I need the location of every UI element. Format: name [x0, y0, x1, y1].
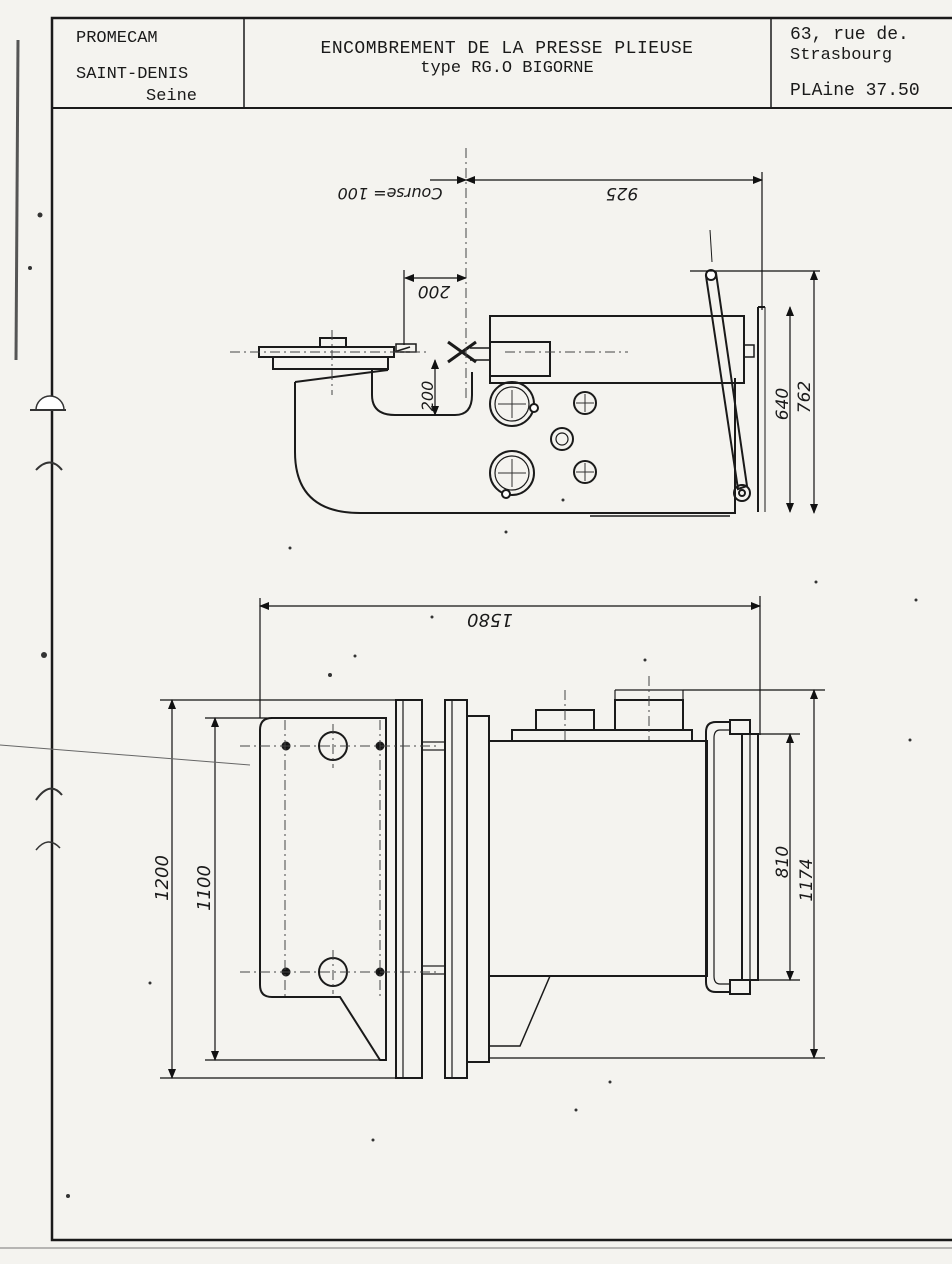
company-name: PROMECAM	[76, 29, 158, 48]
dim-925-label: 925	[606, 183, 638, 203]
drawing-subtitle: type RG.O BIGORNE	[420, 59, 594, 78]
title-block-address: 63, rue de. Strasbourg PLAine 37.50	[776, 20, 952, 108]
side-view-dimensions	[403, 172, 820, 514]
gauge-large-bottom	[489, 450, 535, 496]
dim-200-side-label: 200	[418, 381, 437, 412]
dim-640-label: 640	[773, 388, 793, 420]
die-tool	[447, 340, 477, 364]
address-line-2: Strasbourg	[790, 46, 893, 65]
company-city: SAINT-DENIS	[76, 65, 189, 84]
company-department: Seine	[146, 87, 198, 106]
hole-small-1	[573, 391, 597, 415]
handle-rail	[705, 721, 730, 993]
throat-gap	[371, 370, 473, 416]
drawing-title: ENCOMBREMENT DE LA PRESSE PLIEUSE	[320, 39, 694, 59]
side-plate-left	[395, 699, 423, 1079]
side-plate-right	[444, 699, 468, 1079]
clamp-block	[319, 337, 347, 348]
binder-holes	[14, 39, 66, 851]
base-plate	[259, 717, 387, 1061]
dim-810-label: 810	[773, 846, 793, 878]
phone-number: PLAine 37.50	[790, 81, 920, 101]
dim-1100-label: 1100	[194, 865, 215, 911]
title-block-company: PROMECAM SAINT-DENIS Seine	[70, 24, 240, 108]
dim-1200-label: 1200	[152, 855, 173, 901]
dim-1580-label: 1580	[467, 609, 513, 630]
dim-1174-label: 1174	[797, 858, 817, 901]
plan-view	[240, 676, 759, 1079]
top-block-wide	[511, 729, 693, 742]
c-frame-outline	[294, 378, 736, 514]
hole-small-3	[573, 460, 597, 484]
cylinder-end	[489, 341, 551, 377]
main-body	[488, 740, 708, 977]
address-line-1: 63, rue de.	[790, 25, 909, 45]
sheet-border	[0, 16, 952, 1249]
hole-small-2	[550, 427, 574, 451]
dim-course-label: Course= 100	[338, 184, 443, 203]
scan-noise	[28, 212, 918, 1198]
scan-streak	[0, 744, 251, 766]
cylinder-body	[489, 315, 745, 384]
dim-762-label: 762	[795, 381, 815, 413]
title-block-title: ENCOMBREMENT DE LA PRESSE PLIEUSE type R…	[244, 38, 770, 98]
plan-view-dimensions	[160, 596, 825, 1079]
pedal-lever	[704, 271, 749, 491]
side-view	[230, 148, 766, 517]
dim-200-top-label: 200	[418, 281, 450, 301]
lower-table	[272, 356, 389, 370]
